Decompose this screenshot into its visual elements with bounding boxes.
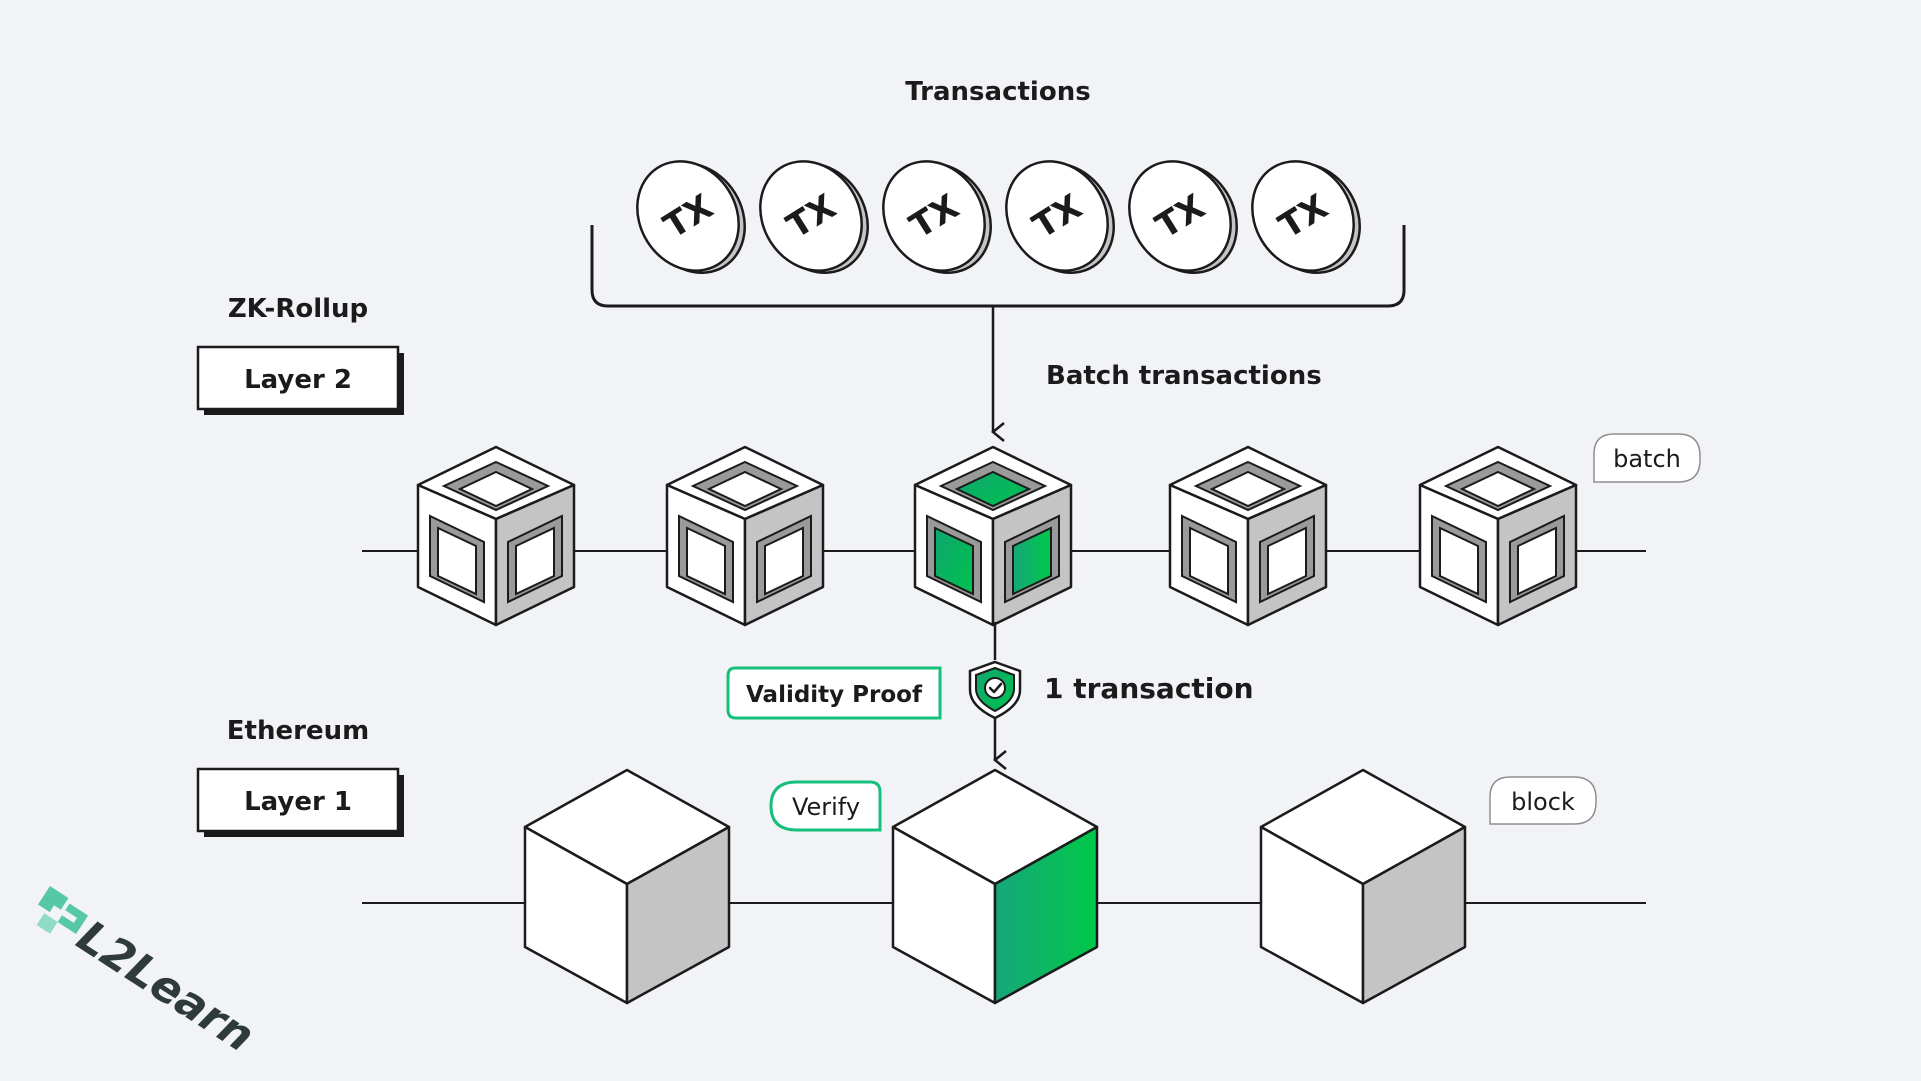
tx-coin: TX bbox=[636, 160, 746, 274]
block-cube bbox=[523, 768, 731, 1005]
logo-icon bbox=[36, 886, 89, 934]
layer2-box: Layer 2 bbox=[196, 345, 404, 415]
batch-transactions-label: Batch transactions bbox=[1046, 361, 1322, 391]
tx-coin: TX bbox=[1128, 160, 1238, 274]
batch-cube bbox=[665, 445, 825, 627]
block-cube-highlighted bbox=[891, 768, 1099, 1005]
validity-proof-label: Validity Proof bbox=[746, 682, 923, 708]
transactions-title: Transactions bbox=[905, 77, 1090, 107]
tx-coin: TX bbox=[1005, 160, 1115, 274]
ethereum-label: Ethereum bbox=[227, 716, 369, 746]
batch-cube bbox=[1168, 445, 1328, 627]
layer1-blocks bbox=[523, 768, 1467, 1005]
block-tag-label: block bbox=[1511, 788, 1575, 816]
batch-cube bbox=[1418, 445, 1578, 627]
one-transaction-label: 1 transaction bbox=[1044, 672, 1254, 705]
transactions-bracket bbox=[590, 225, 1406, 308]
shield-check-icon bbox=[968, 660, 1022, 720]
block-tag: block bbox=[1489, 776, 1597, 825]
logo-text: L2Learn bbox=[68, 911, 263, 1062]
validity-proof-tag: Validity Proof bbox=[726, 666, 942, 720]
layer2-label: Layer 2 bbox=[244, 365, 352, 395]
block-cube bbox=[1259, 768, 1467, 1005]
tx-coin: TX bbox=[759, 160, 869, 274]
batch-cube-highlighted bbox=[913, 445, 1073, 627]
layer1-label: Layer 1 bbox=[244, 787, 352, 817]
layer1-box: Layer 1 bbox=[196, 767, 404, 837]
verify-tag: Verify bbox=[769, 780, 882, 832]
l2learn-logo: L2Learn bbox=[36, 886, 263, 1062]
tx-coin: TX bbox=[1251, 160, 1361, 274]
tx-coin: TX bbox=[882, 160, 992, 274]
layer2-batches bbox=[416, 445, 1578, 627]
zk-rollup-label: ZK-Rollup bbox=[228, 294, 368, 324]
verify-label: Verify bbox=[792, 793, 860, 821]
batch-cube bbox=[416, 445, 576, 627]
batch-tag-label: batch bbox=[1613, 445, 1681, 473]
batch-tag: batch bbox=[1593, 433, 1701, 483]
